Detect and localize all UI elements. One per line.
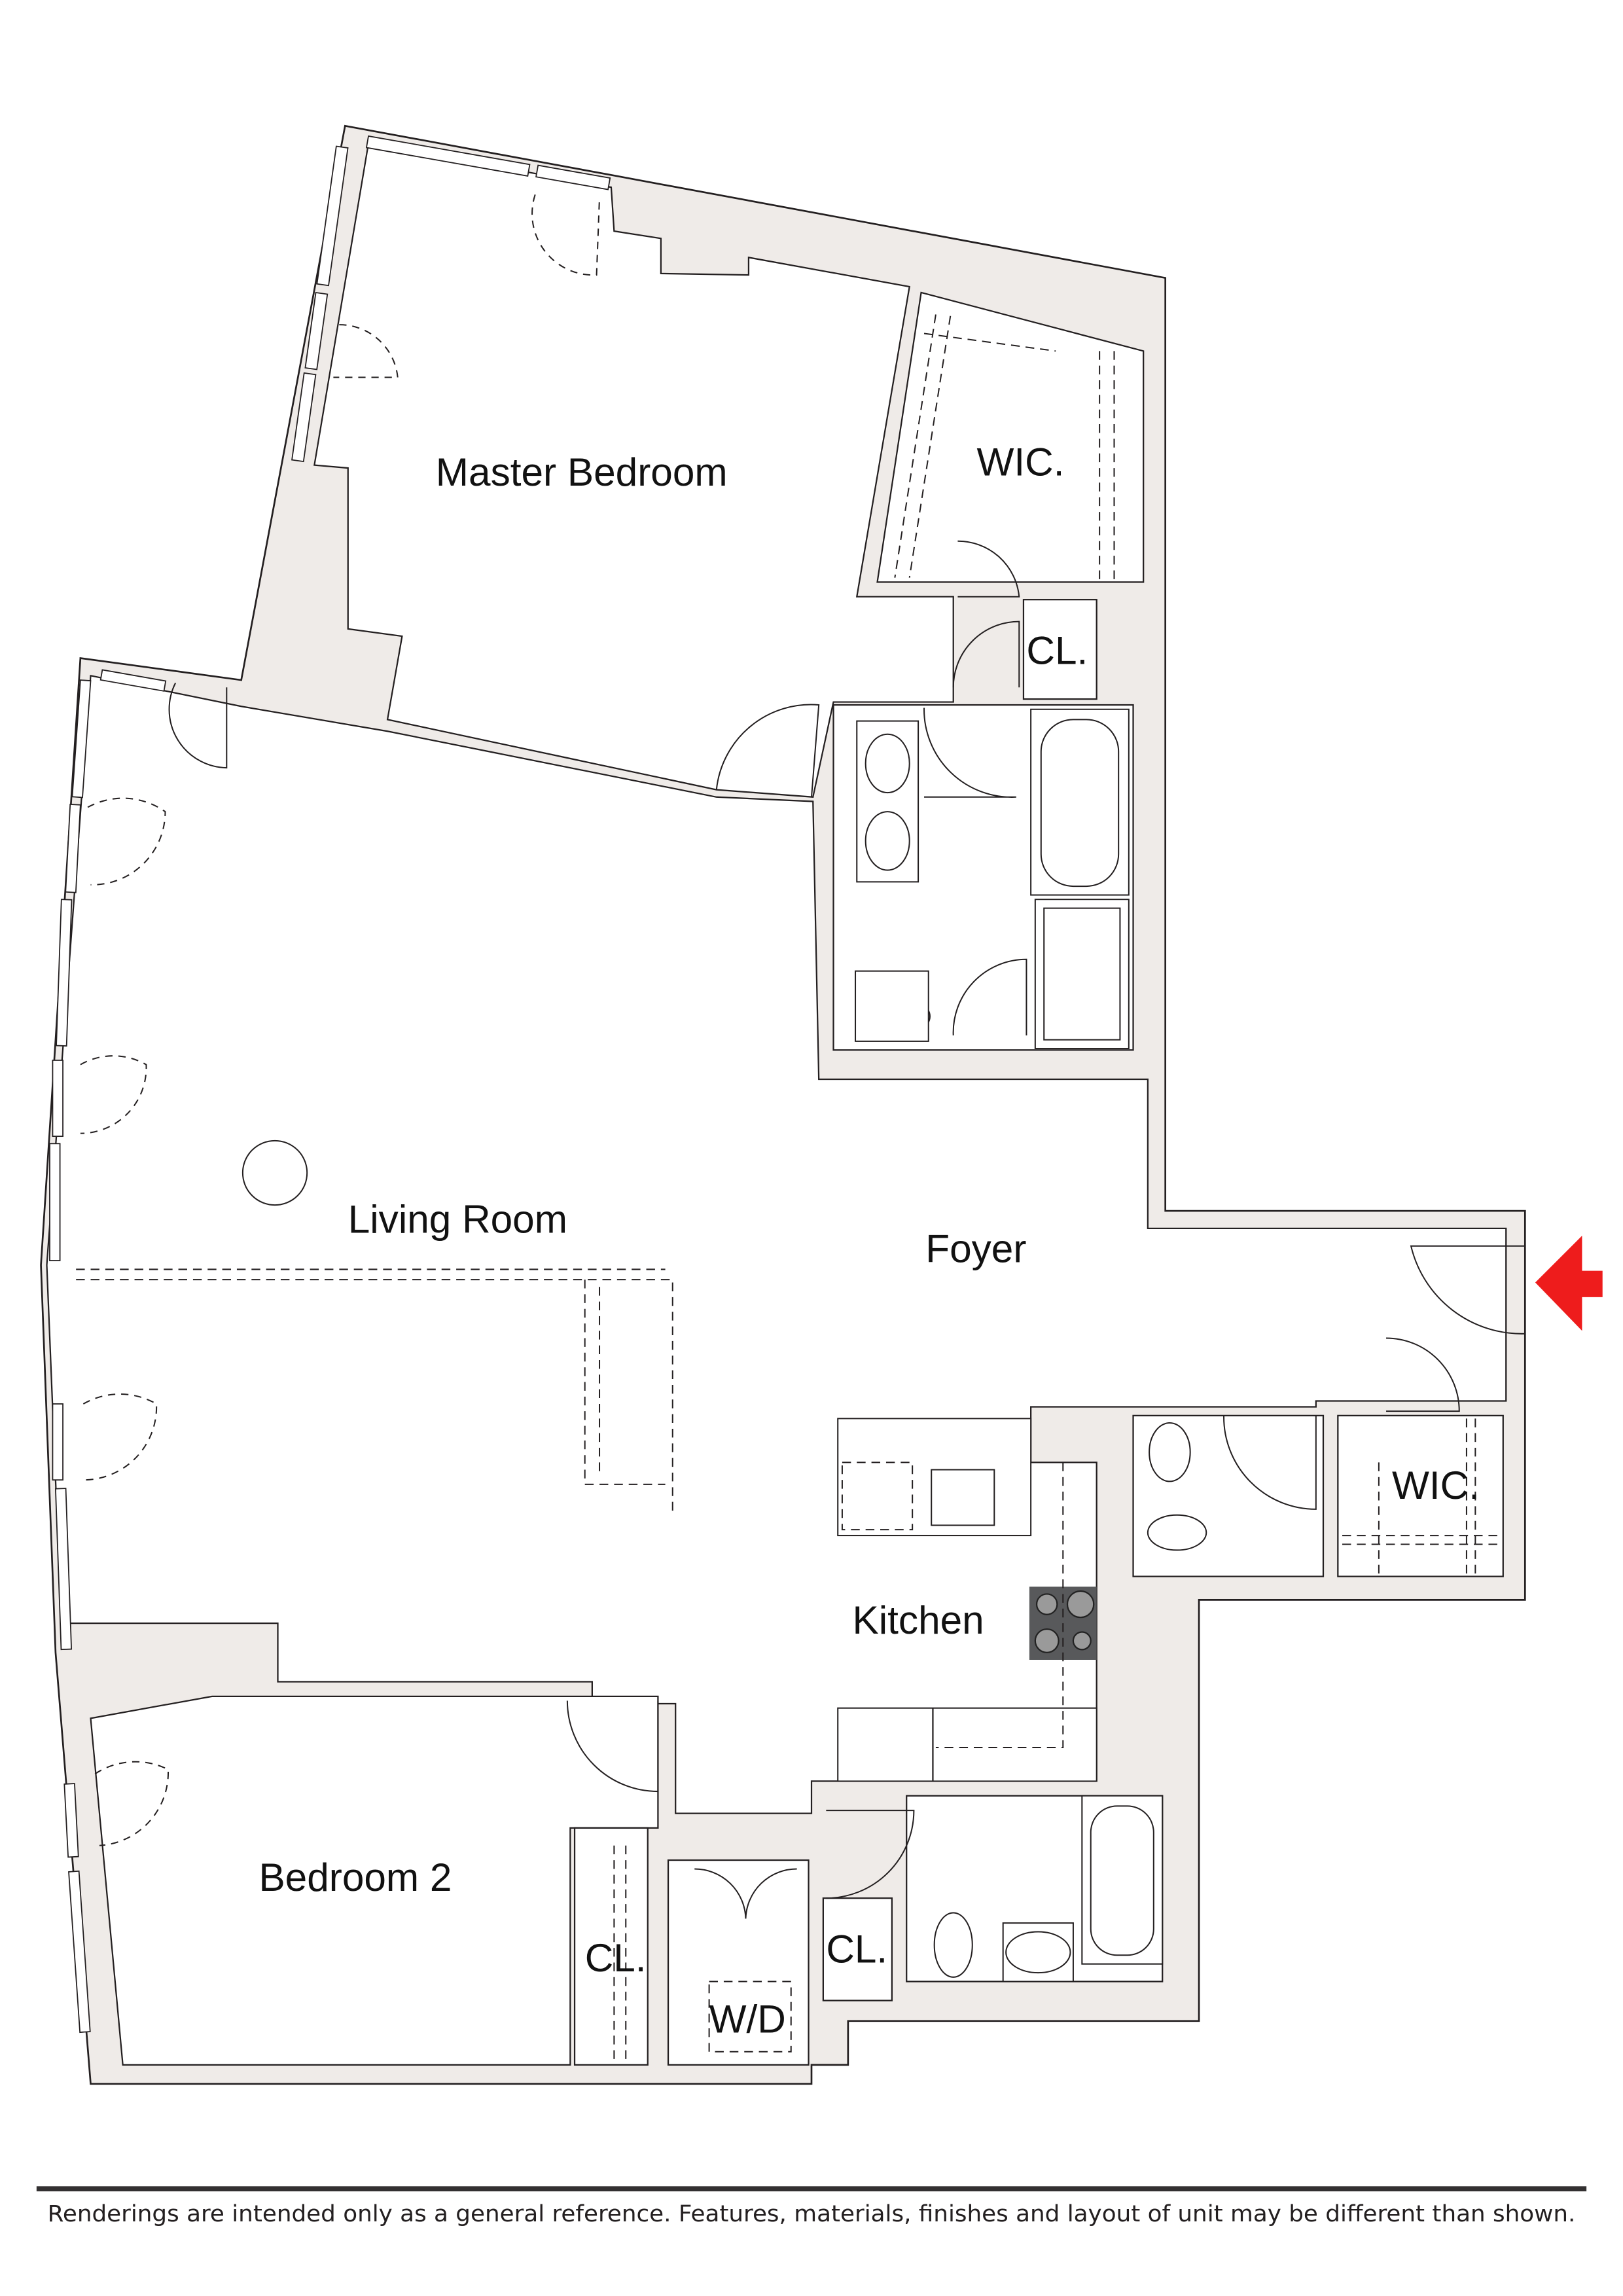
disclaimer-text: Renderings are intended only as a genera… [48,2201,1576,2227]
hall-closet-area [822,1897,893,2001]
doors [80,194,1526,1919]
sink-icon [1149,1422,1191,1482]
toilet-icon [933,1912,973,1978]
master-bedroom-area [313,142,954,798]
room-label-bedroom2-closet: CL. [585,1935,647,1980]
sink-icon [1005,1931,1071,1974]
sink-icon [865,811,910,871]
toilet-icon [1147,1514,1207,1551]
bedroom2-closet-area [573,1827,649,2066]
windows [49,135,611,2034]
master-closet-area [1022,599,1097,700]
bathtub-icon [1040,719,1120,888]
footer-divider [36,2186,1587,2192]
sink-icon [865,733,910,794]
room-label-foyer: Foyer [925,1226,1026,1270]
column-icon [241,1139,308,1206]
room-label-master-closet: CL. [1026,628,1088,672]
entry-arrow-icon [1535,1236,1603,1331]
room-label-bedroom2: Bedroom 2 [259,1855,452,1899]
room-label-living-room: Living Room [348,1197,567,1242]
room-label-master-wic: WIC. [976,439,1064,484]
room-label-laundry: W/D [709,1997,786,2041]
master-wic-area [876,291,1145,583]
kitchen-sink-icon [931,1469,995,1526]
room-label-kitchen: Kitchen [853,1598,984,1642]
room-label-foyer-wic: WIC. [1392,1463,1480,1507]
room-label-hall-closet: CL. [826,1926,887,1971]
room-label-master-bedroom: Master Bedroom [436,450,728,494]
